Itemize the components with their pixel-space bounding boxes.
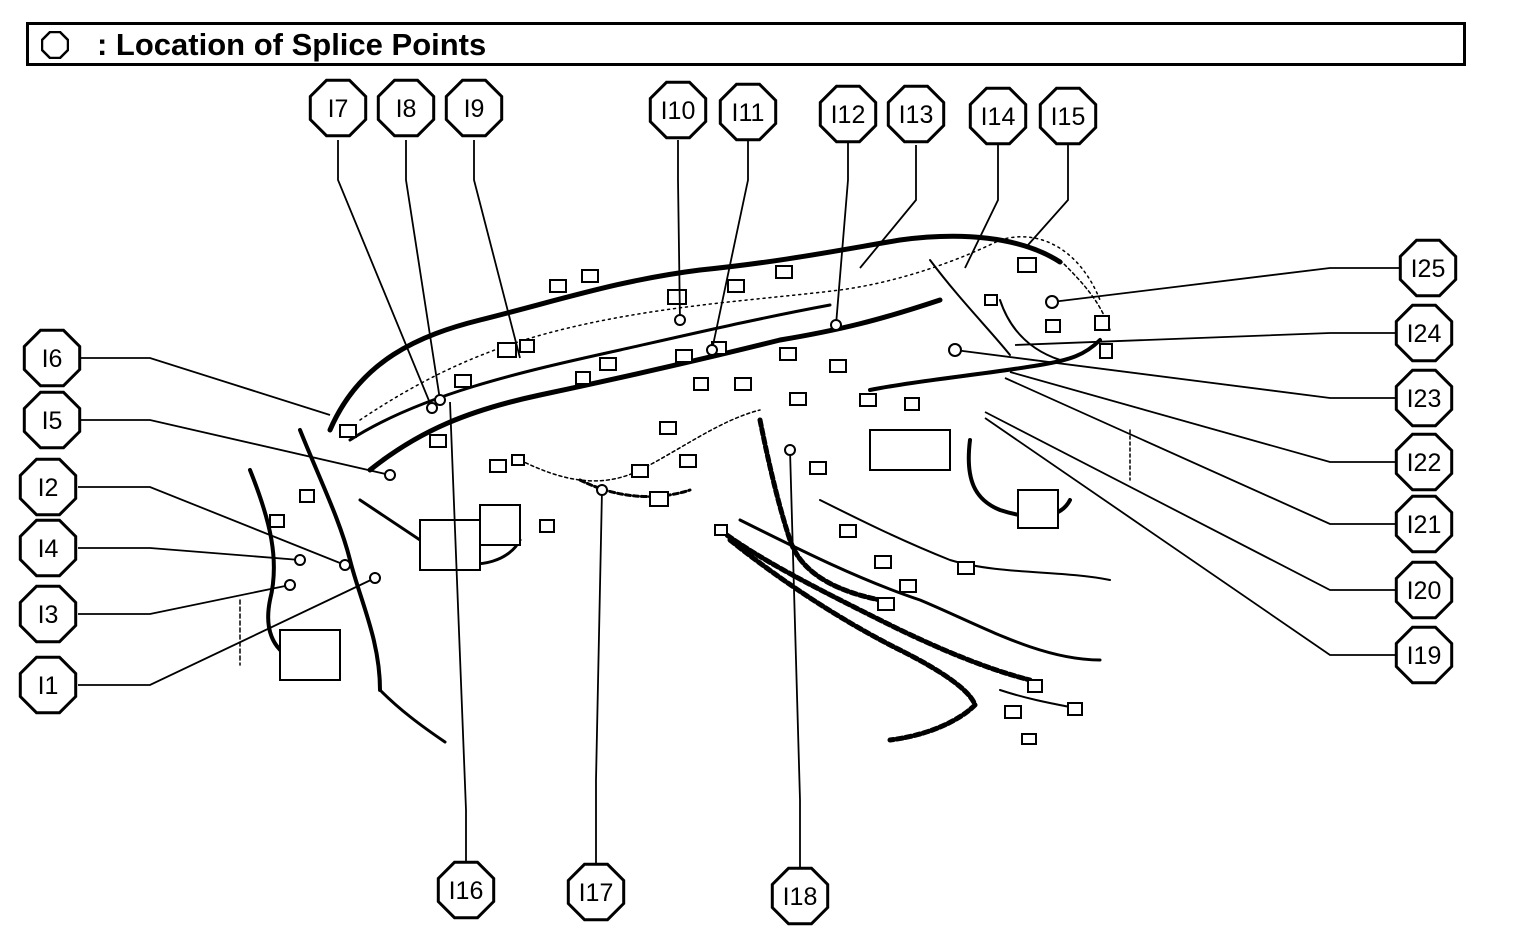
splice-label-i3: I3 [18, 584, 78, 644]
header-box: : Location of Splice Points [26, 22, 1466, 66]
splice-label-i4: I4 [18, 518, 78, 578]
octagon-icon [1394, 303, 1454, 363]
splice-label-i22: I22 [1394, 432, 1454, 492]
splice-label-i2: I2 [18, 457, 78, 517]
splice-label-i11: I11 [718, 82, 778, 142]
splice-label-i20: I20 [1394, 560, 1454, 620]
page-title: : Location of Splice Points [97, 27, 487, 62]
splice-label-text: I11 [732, 99, 765, 127]
splice-label-text: I6 [42, 345, 63, 373]
splice-label-i6: I6 [22, 328, 82, 388]
octagon-icon [770, 866, 830, 926]
octagon-icon [308, 78, 368, 138]
octagon-icon [444, 78, 504, 138]
octagon-icon [22, 390, 82, 450]
splice-label-text: I8 [396, 95, 417, 123]
splice-label-i10: I10 [648, 80, 708, 140]
splice-label-i25: I25 [1398, 238, 1458, 298]
octagon-icon [1398, 238, 1458, 298]
octagon-icon [1394, 560, 1454, 620]
splice-label-text: I14 [981, 103, 1016, 131]
splice-label-text: I19 [1407, 642, 1442, 670]
splice-label-i15: I15 [1038, 86, 1098, 146]
splice-point-markers [284, 295, 1059, 591]
octagon-icon [1394, 368, 1454, 428]
octagon-icon [436, 860, 496, 920]
octagon-icon [18, 655, 78, 715]
splice-label-text: I12 [831, 101, 866, 129]
splice-label-i8: I8 [376, 78, 436, 138]
splice-label-i7: I7 [308, 78, 368, 138]
splice-label-text: I23 [1407, 385, 1442, 413]
splice-label-i18: I18 [770, 866, 830, 926]
splice-label-text: I10 [661, 97, 696, 125]
octagon-icon [718, 82, 778, 142]
octagon-icon [18, 584, 78, 644]
splice-label-text: I22 [1407, 449, 1442, 477]
splice-label-text: I13 [899, 101, 934, 129]
splice-label-text: I1 [38, 672, 59, 700]
splice-label-i9: I9 [444, 78, 504, 138]
octagon-icon [648, 80, 708, 140]
wire-harness-illustration [239, 233, 1131, 744]
splice-label-i12: I12 [818, 84, 878, 144]
splice-label-text: I24 [1407, 320, 1442, 348]
octagon-icon [566, 862, 626, 922]
splice-label-text: I17 [579, 879, 614, 907]
octagon-icon [376, 78, 436, 138]
octagon-icon [886, 84, 946, 144]
splice-label-text: I16 [449, 877, 484, 905]
splice-label-i1: I1 [18, 655, 78, 715]
splice-label-i13: I13 [886, 84, 946, 144]
connector-blocks [269, 257, 1113, 745]
octagon-icon [1394, 432, 1454, 492]
octagon-icon [1394, 625, 1454, 685]
splice-label-text: I2 [38, 474, 59, 502]
splice-label-i14: I14 [968, 86, 1028, 146]
octagon-icon [18, 457, 78, 517]
splice-label-text: I9 [464, 95, 485, 123]
splice-label-i19: I19 [1394, 625, 1454, 685]
leader-lines [78, 140, 1400, 868]
splice-label-text: I15 [1051, 103, 1086, 131]
octagon-icon [18, 518, 78, 578]
splice-label-i21: I21 [1394, 494, 1454, 554]
splice-label-text: I3 [38, 601, 59, 629]
octagon-icon [968, 86, 1028, 146]
octagon-icon [1038, 86, 1098, 146]
splice-label-text: I5 [42, 407, 63, 435]
splice-label-i16: I16 [436, 860, 496, 920]
splice-label-text: I21 [1407, 511, 1442, 539]
splice-label-i23: I23 [1394, 368, 1454, 428]
splice-label-text: I18 [783, 883, 818, 911]
splice-label-text: I7 [328, 95, 349, 123]
splice-label-i24: I24 [1394, 303, 1454, 363]
splice-label-i5: I5 [22, 390, 82, 450]
splice-label-text: I25 [1411, 255, 1446, 283]
octagon-icon [22, 328, 82, 388]
octagon-icon [41, 31, 69, 59]
octagon-icon [1394, 494, 1454, 554]
octagon-icon [818, 84, 878, 144]
splice-label-text: I20 [1407, 577, 1442, 605]
splice-label-text: I4 [38, 535, 59, 563]
splice-label-i17: I17 [566, 862, 626, 922]
